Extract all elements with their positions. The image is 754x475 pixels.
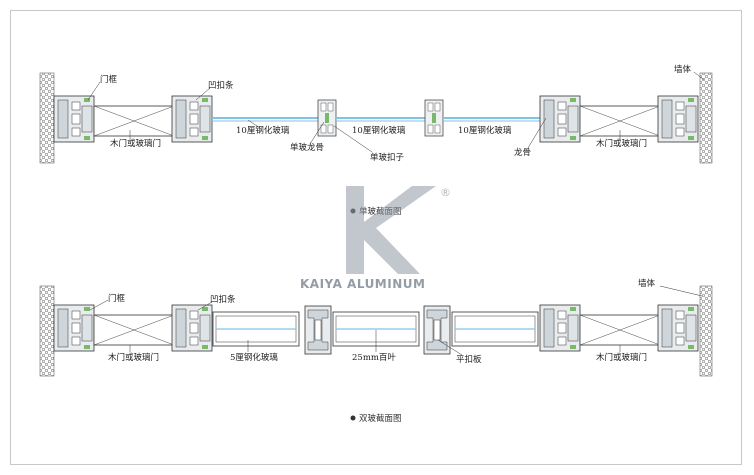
glass-panel-3-bottom (451, 311, 539, 347)
label-single-clip: 单玻扣子 (370, 152, 405, 163)
label-recess-strip-top: 凹扣条 (208, 80, 234, 91)
post-2-bottom (423, 305, 451, 355)
caption-bullet-bottom (350, 415, 356, 421)
label-door-frame-bottom: 门框 (108, 293, 126, 304)
leader-clip-top (333, 125, 373, 153)
right-door-frame-bottom (657, 304, 699, 352)
caption-double-glass: 双玻截面图 (359, 413, 402, 424)
label-wood-door-left-top: 木门或玻璃门 (110, 138, 161, 149)
leader-flat-plate-bottom (437, 339, 463, 356)
watermark-k-logo (346, 186, 436, 274)
label-glass-bottom: 5厘钢化玻璃 (230, 352, 278, 363)
left-recess-frame-bottom (171, 304, 213, 352)
label-wall-bottom: 墙体 (638, 278, 656, 289)
right-door-frame-top (657, 95, 699, 143)
label-louver-bottom: 25mm百叶 (352, 353, 396, 363)
left-recess-frame-top (171, 95, 213, 143)
left-door-frame-bottom (53, 304, 95, 352)
label-wall-top: 墙体 (674, 64, 692, 75)
left-wall-bottom (39, 285, 55, 377)
right-wall-top (699, 72, 713, 164)
leader-keel-right-top (527, 117, 547, 149)
left-door-leaf-bottom (93, 314, 175, 346)
label-single-keel: 单玻龙骨 (290, 142, 324, 153)
label-glass-left-top: 10厘钢化玻璃 (236, 125, 290, 136)
right-recess-frame-bottom (539, 304, 581, 352)
watermark: KAIYA ALUMINUM ® (300, 186, 451, 291)
watermark-registered: ® (440, 186, 451, 199)
leader-keel-top (309, 121, 325, 145)
bottom-section: 门框 凹扣条 5厘钢化玻璃 25mm百叶 平扣板 墙体 木门或玻璃门 木门或玻璃… (39, 278, 713, 424)
right-wall-bottom (699, 285, 713, 377)
label-glass-right-top: 10厘钢化玻璃 (458, 125, 512, 136)
single-keel-post-1 (317, 99, 337, 137)
label-recess-strip-bottom: 凹扣条 (210, 294, 236, 305)
single-keel-post-2 (424, 99, 444, 137)
left-wall-top (39, 72, 55, 164)
label-door-frame-top: 门框 (100, 74, 118, 85)
leader-door-frame-bottom (89, 299, 109, 311)
watermark-text: KAIYA ALUMINUM (300, 277, 425, 291)
drawing-frame (10, 10, 742, 465)
leader-door-frame-top (87, 81, 101, 101)
label-wood-door-left-bottom: 木门或玻璃门 (108, 352, 159, 363)
leader-wall-bottom (659, 285, 703, 297)
label-glass-mid-top: 10厘钢化玻璃 (352, 125, 406, 136)
left-door-leaf-top (93, 105, 175, 137)
label-wood-door-right-top: 木门或玻璃门 (596, 138, 647, 149)
post-1-bottom (304, 305, 332, 355)
label-wood-door-right-bottom: 木门或玻璃门 (596, 352, 647, 363)
label-keel: 龙骨 (514, 147, 531, 158)
leader-glass1-top (247, 119, 261, 129)
top-section: 门框 凹扣条 10厘钢化玻璃 10厘钢化玻璃 10厘钢化玻璃 单玻龙骨 单玻扣子… (39, 64, 713, 217)
right-recess-frame-top (539, 95, 581, 143)
label-flat-plate-bottom: 平扣板 (456, 354, 482, 365)
glass-panel-1-bottom (212, 311, 300, 347)
leader-recess-bottom (197, 301, 213, 311)
left-door-frame-top (53, 95, 95, 143)
leader-wall-top (693, 71, 705, 81)
right-door-leaf-bottom (579, 314, 661, 346)
leader-recess-top (195, 87, 211, 101)
